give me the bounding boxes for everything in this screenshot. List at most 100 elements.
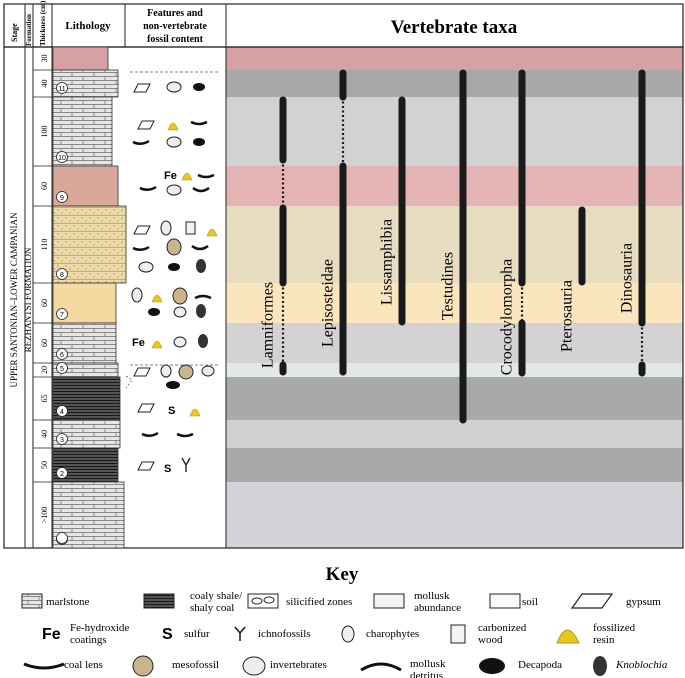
knoblochia-icon — [593, 656, 607, 676]
formation-header: Formation — [25, 14, 33, 46]
range-band — [226, 206, 683, 283]
features-header-3: fossil content — [147, 34, 204, 45]
charophyte-icon — [160, 220, 172, 236]
key-label: charophytes — [366, 628, 419, 640]
layer-number-badge — [56, 308, 68, 320]
layer-number: 3 — [60, 437, 64, 444]
resin-icon — [556, 629, 580, 644]
features-header-2: non-vertebrate — [143, 21, 207, 32]
mollusk-abundance-swatch — [373, 593, 405, 609]
decapoda-icon — [479, 658, 505, 674]
taxon-label: Testudines — [440, 252, 457, 320]
key-item: marlstone — [21, 593, 89, 609]
charophyte-icon — [341, 625, 355, 643]
resin-icon — [181, 172, 193, 181]
key-label: Decapoda — [518, 659, 562, 671]
resin-icon — [151, 340, 163, 349]
coal-swatch — [143, 593, 175, 609]
layer-number-badge — [56, 348, 68, 360]
decapoda-icon — [193, 138, 205, 146]
layer-number-badge — [56, 268, 68, 280]
layer-thickness: 100 — [40, 126, 49, 138]
feature-row-11 — [130, 71, 220, 93]
vertebrate-range-bands — [226, 47, 683, 548]
nodule-icon — [251, 597, 263, 605]
layer-thickness: 110 — [40, 239, 49, 251]
invertebrate-icon — [138, 261, 154, 273]
key-item: coal lens — [23, 659, 103, 671]
layer-number: 9 — [60, 195, 64, 202]
key-item: coaly shale/shaly coal — [143, 590, 243, 614]
key-item: silicified zones — [247, 593, 352, 609]
mollusk-detritus-icon — [139, 185, 157, 191]
layer-number-badge — [56, 467, 68, 479]
layer-thickness: 20 — [40, 366, 49, 374]
mesofossil-icon — [132, 655, 154, 677]
layer-number: 8 — [60, 272, 64, 279]
feature-row-2: S — [137, 457, 191, 475]
header-frame — [3, 3, 684, 48]
ichnofossil-icon — [181, 457, 191, 472]
carbonized-wood-icon — [185, 221, 196, 235]
key-label: coaly shale/shaly coal — [190, 590, 243, 614]
key-item: Knoblochia — [593, 656, 668, 676]
resin-icon — [167, 122, 179, 131]
invertebrate-icon — [242, 656, 266, 676]
feature-row-10 — [132, 120, 208, 148]
features-header-1: Features and — [147, 8, 203, 19]
taxon-label: Lamniformes — [260, 282, 277, 368]
gypsum-icon — [133, 83, 151, 93]
layer-number-badge — [56, 362, 68, 374]
decapoda-icon — [148, 308, 160, 316]
decapoda-icon — [168, 263, 180, 271]
layer-thickness: 30 — [40, 55, 49, 63]
taxon-label: Lissamphibia — [379, 219, 396, 305]
key-label: marlstone — [46, 596, 89, 608]
mollusk-detritus-icon — [360, 662, 402, 672]
resin-icon — [151, 294, 163, 303]
invertebrate-icon — [166, 136, 182, 148]
layer-thickness: 40 — [40, 430, 49, 438]
mollusk-detritus-icon — [192, 186, 210, 193]
layer-number: 2 — [60, 471, 64, 478]
layer-number-badge — [56, 532, 68, 544]
soil-swatch — [489, 593, 521, 609]
formation-label: REZHANTSI FORMATION — [23, 247, 33, 352]
resin-icon — [189, 408, 201, 417]
features-column: Fe — [125, 71, 220, 475]
lithology-column: 1110987654321 — [52, 46, 127, 549]
feature-row-8 — [132, 220, 218, 273]
layer-number-badge — [56, 191, 68, 203]
mesofossil-icon — [178, 364, 194, 380]
ichnofossil-icon — [234, 626, 246, 641]
invertebrate-icon — [166, 81, 182, 93]
mesofossil-icon — [172, 287, 188, 305]
range-band — [226, 47, 683, 70]
sulfur-symbol: S — [164, 463, 171, 475]
mollusk-detritus-icon — [194, 294, 212, 300]
range-band — [226, 323, 683, 363]
key-label: soil — [522, 596, 538, 608]
knoblochia-icon — [196, 304, 206, 318]
layer-thickness: 60 — [40, 339, 49, 347]
key-label: ichnofossils — [258, 628, 311, 640]
dashed-connector — [125, 375, 133, 389]
key-item: mesofossil — [132, 655, 219, 677]
range-band — [226, 363, 683, 377]
key-title: Key — [326, 564, 359, 585]
stage-label: UPPER SANTONIAN–LOWER CAMPANIAN — [9, 212, 19, 388]
invertebrate-icon — [201, 365, 215, 377]
layer-number-badge — [56, 433, 68, 445]
key-item: invertebrates — [242, 656, 327, 676]
carbonized-wood-icon — [450, 624, 466, 644]
layer-number: 7 — [60, 312, 64, 319]
feature-row-4: S — [137, 403, 201, 417]
